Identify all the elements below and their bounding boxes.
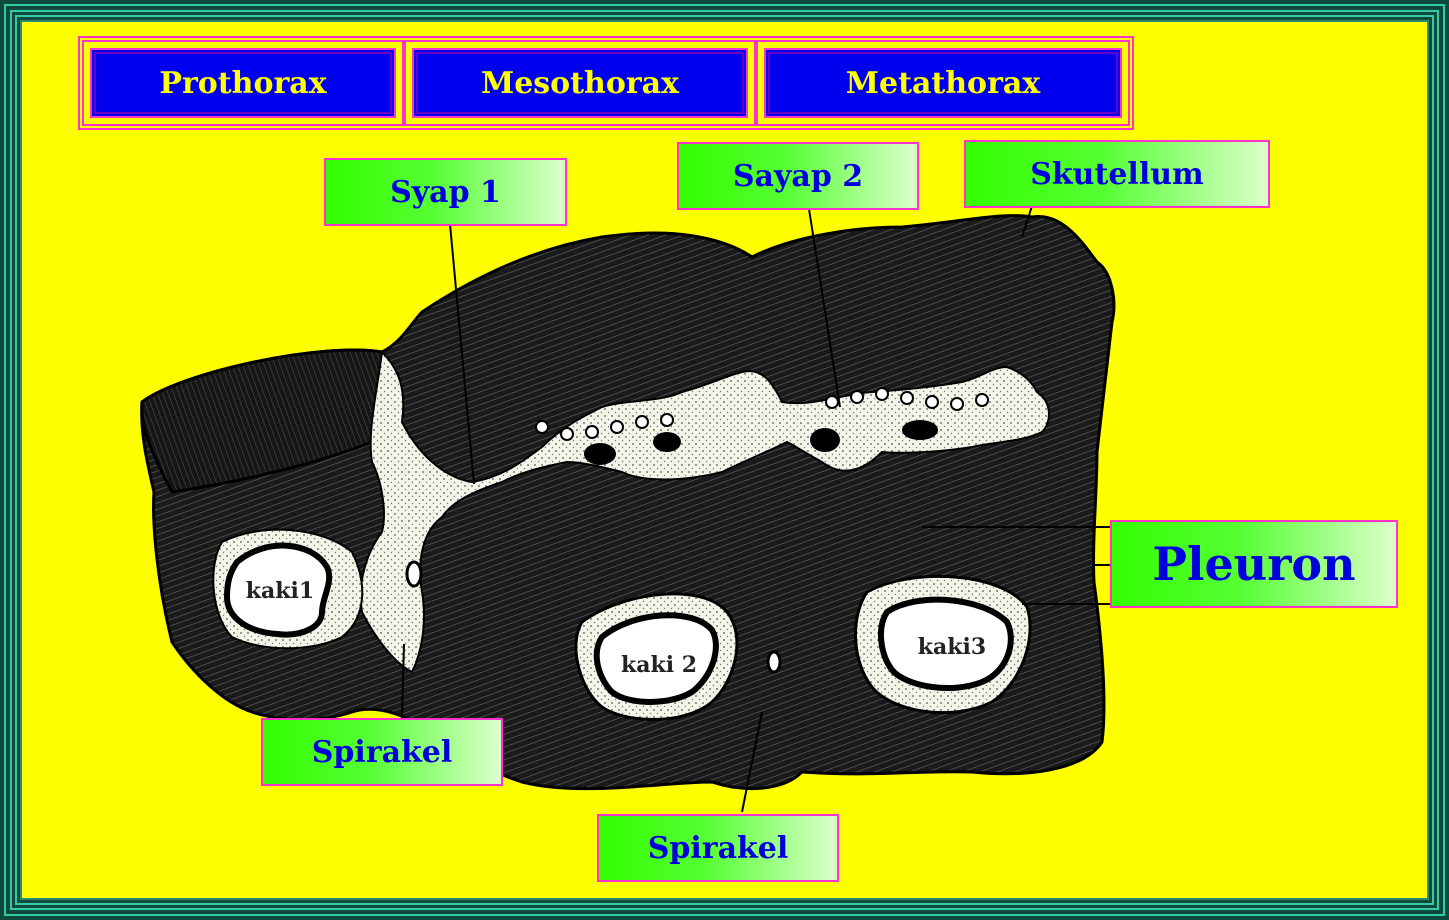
- leg1-label: kaki1: [235, 578, 325, 604]
- spiracle-1-oval: [407, 562, 421, 586]
- label-pleuron: Pleuron: [1110, 520, 1398, 608]
- label-wing-2: Sayap 2: [677, 142, 919, 210]
- segment-mesothorax-label: Mesothorax: [412, 48, 748, 118]
- segment-metathorax-label: Metathorax: [764, 48, 1122, 118]
- label-spiracle-left: Spirakel: [261, 718, 503, 786]
- spiracle-2-oval: [768, 652, 780, 672]
- label-spiracle-bottom: Spirakel: [597, 814, 839, 882]
- segment-mesothorax: Mesothorax: [404, 40, 756, 126]
- thorax-segment-bar: Prothorax Mesothorax Metathorax: [78, 36, 1134, 130]
- segment-prothorax: Prothorax: [82, 40, 404, 126]
- segment-metathorax: Metathorax: [756, 40, 1130, 126]
- diagram-canvas: kaki1 kaki 2 kaki3 Prothorax Mesothorax …: [20, 20, 1429, 900]
- segment-prothorax-label: Prothorax: [90, 48, 396, 118]
- leg2-label: kaki 2: [604, 652, 714, 678]
- leg3-label: kaki3: [897, 634, 1007, 660]
- label-scutellum: Skutellum: [964, 140, 1270, 208]
- label-wing-1: Syap 1: [324, 158, 567, 226]
